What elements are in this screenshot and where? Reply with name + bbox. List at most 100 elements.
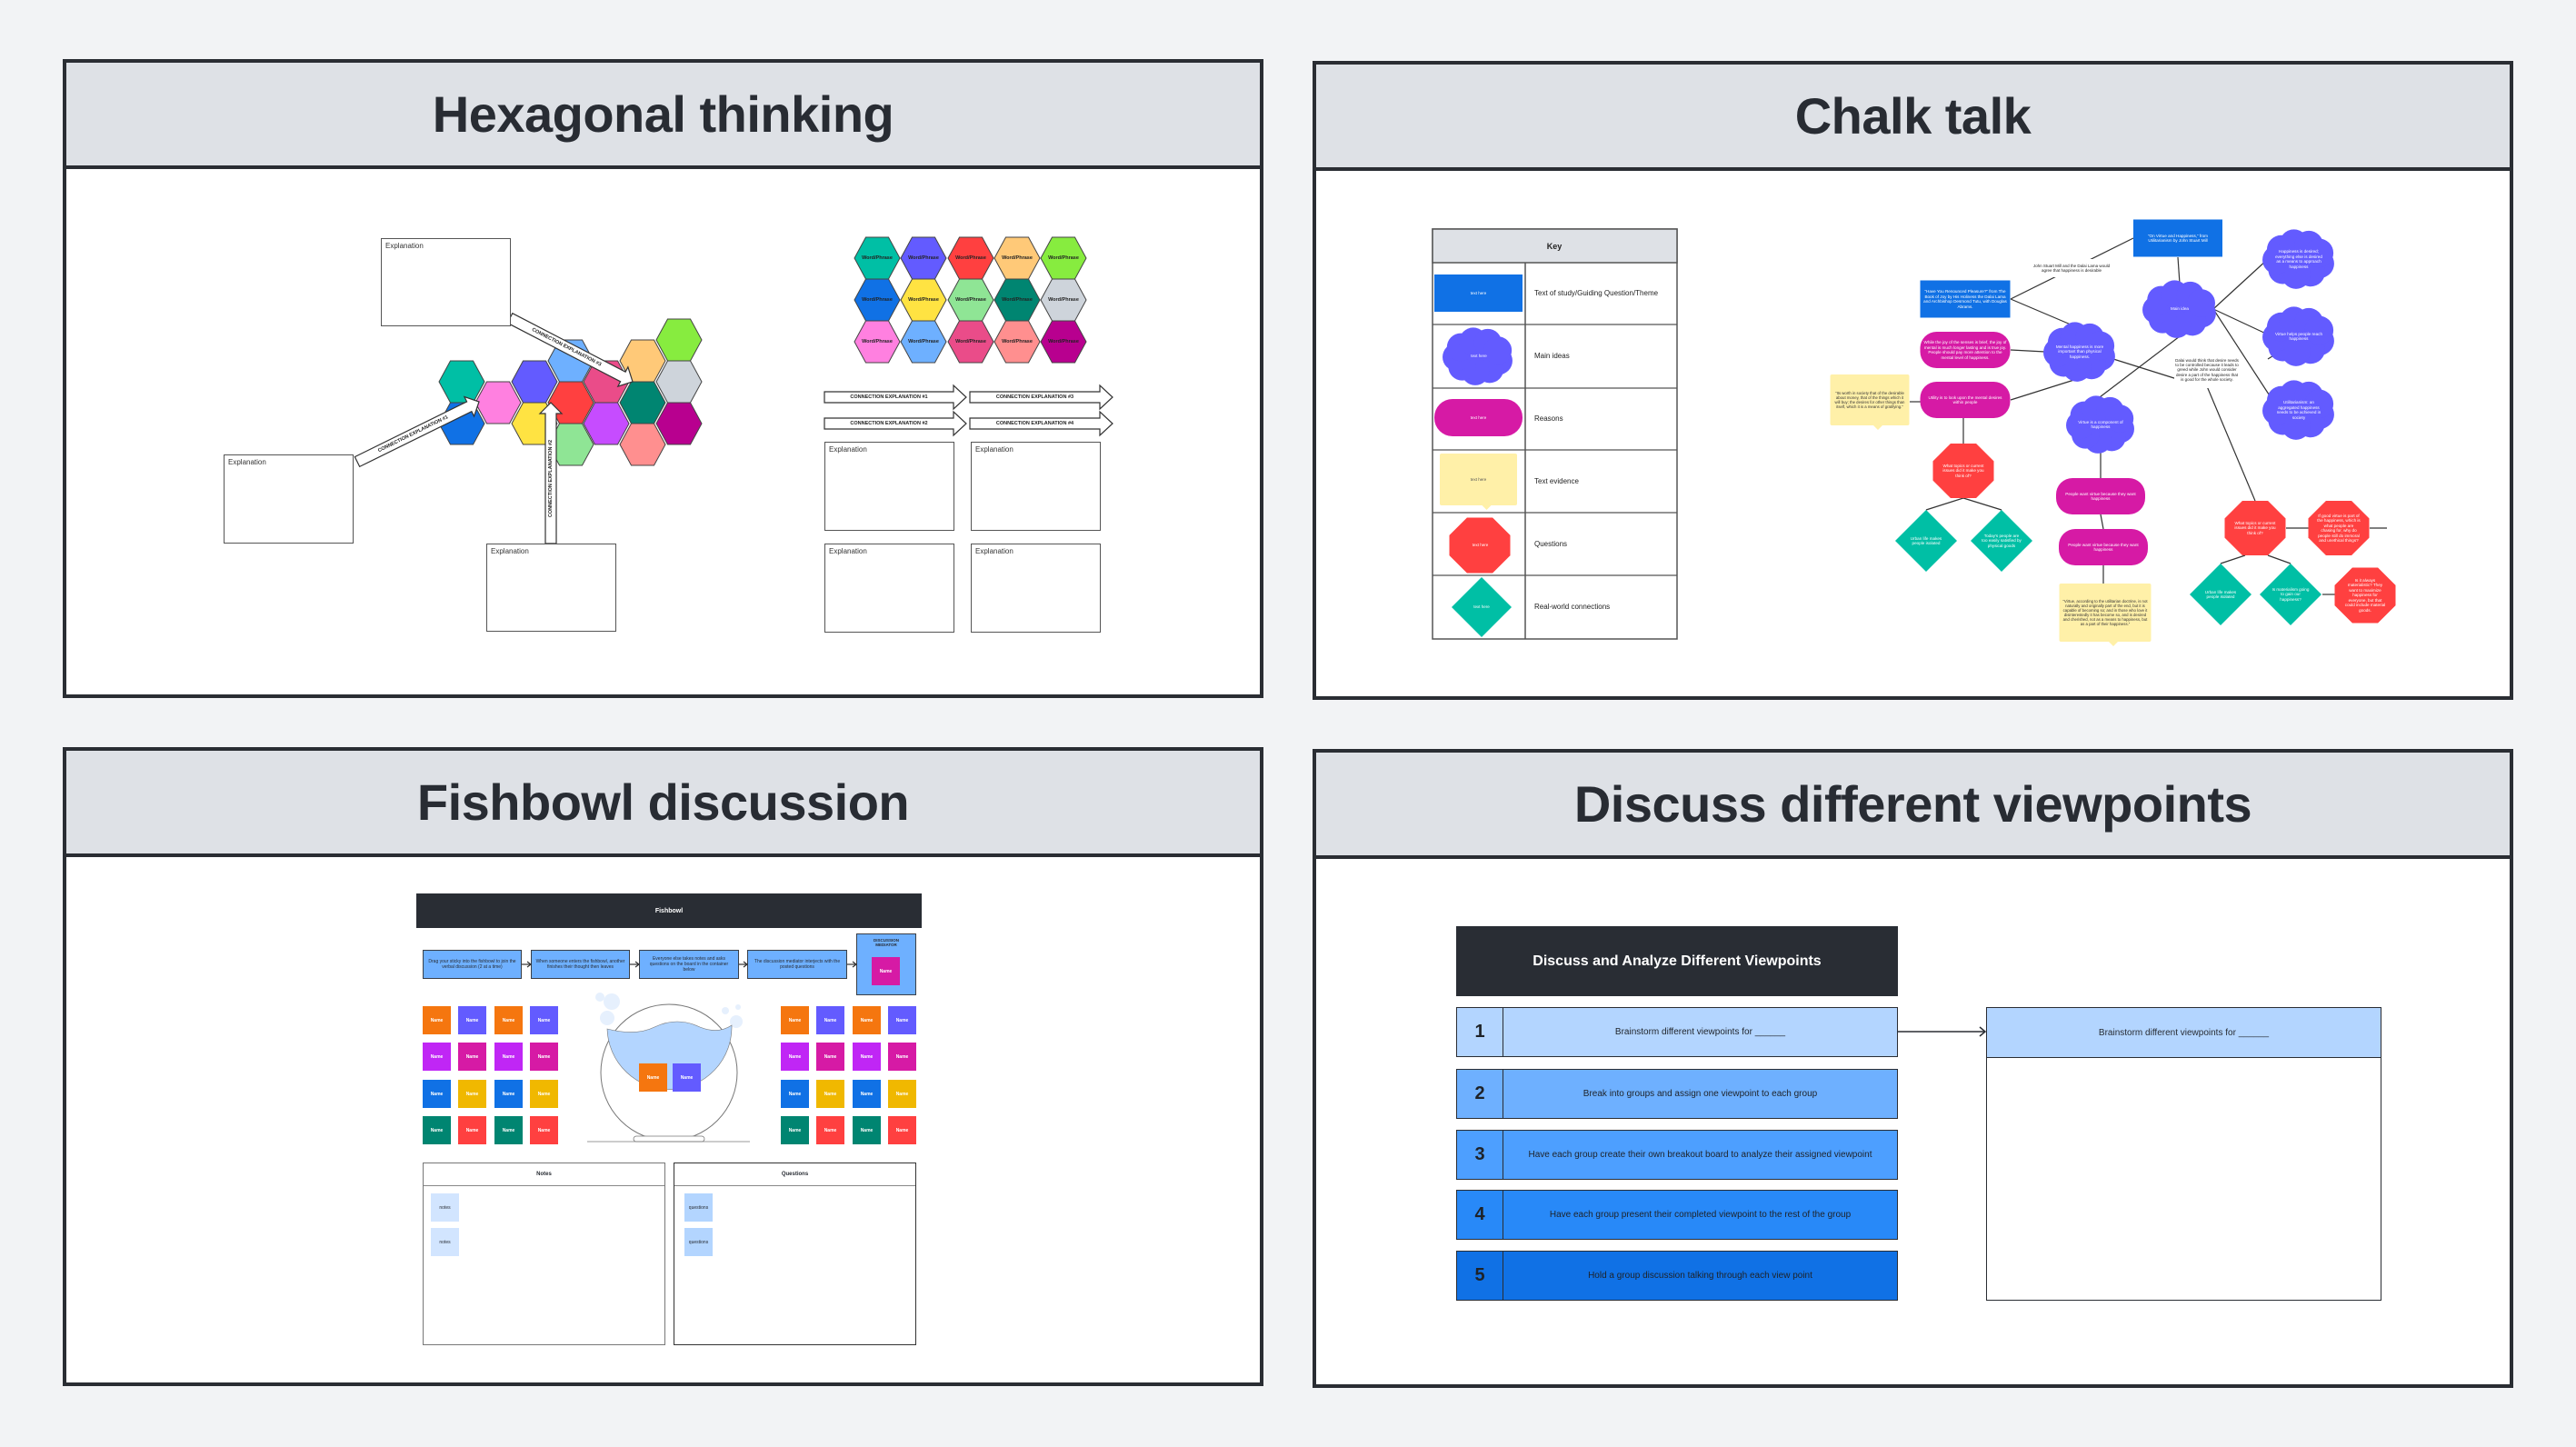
hexagon-tile[interactable] [619, 423, 666, 466]
hexagon-tile[interactable] [474, 381, 522, 424]
participant-name-sticky[interactable]: Name [888, 1116, 916, 1144]
participant-name-sticky[interactable]: Name [458, 1080, 486, 1108]
reason-node[interactable] [1920, 382, 2011, 418]
chalk-node-text: Urban life makes people isolated [1910, 535, 1942, 546]
participant-name-sticky[interactable]: Name [888, 1006, 916, 1034]
key-item-label: Main ideas [1534, 352, 1570, 361]
participant-name-sticky[interactable]: Name [423, 1116, 451, 1144]
participant-name-sticky[interactable]: Name [423, 1080, 451, 1108]
reason-node[interactable] [2059, 529, 2148, 565]
participant-name-sticky[interactable]: Name [781, 1116, 809, 1144]
diamond-shape [1452, 577, 1512, 637]
participant-name-sticky[interactable]: Name [888, 1043, 916, 1071]
speech-bubble-shape [1440, 454, 1517, 510]
word-phrase-hexagon[interactable] [947, 320, 994, 364]
participant-name-sticky[interactable]: Name [781, 1006, 809, 1034]
word-phrase-label: Word/Phrase [862, 255, 893, 261]
chalk-node-text: While the joy of the senses is brief, th… [1923, 340, 2007, 360]
chalk-node-text: “Have You Renounced Pleasure?” from The … [1923, 289, 2007, 309]
question-sticky[interactable]: questions [684, 1193, 713, 1222]
hexagon-tile[interactable] [655, 402, 703, 445]
chalk-node-text: Is it always materialistic? They want to… [2344, 577, 2386, 613]
participant-name-sticky[interactable]: Name [816, 1116, 844, 1144]
word-phrase-hexagon[interactable] [900, 320, 947, 364]
participant-name-sticky[interactable]: Name [423, 1006, 451, 1034]
diamond-shape [2190, 564, 2252, 625]
cloud-shape [2043, 322, 2115, 382]
connection-arrow[interactable]: CONNECTION EXPLANATION #3 [969, 384, 1113, 411]
participant-name-sticky[interactable]: Name [458, 1116, 486, 1144]
participant-name-sticky[interactable]: Name [888, 1080, 916, 1108]
explanation-box[interactable]: Explanation [824, 442, 954, 531]
reason-node[interactable] [2056, 478, 2145, 514]
word-phrase-label: Word/Phrase [1048, 255, 1079, 261]
participant-name-sticky[interactable]: Name [781, 1080, 809, 1108]
chalk-node-text: Utility is to look upon the mental desir… [1928, 394, 2002, 405]
notes-sticky[interactable]: notes [431, 1193, 459, 1222]
theme-node[interactable] [2133, 219, 2222, 257]
participant-name-sticky[interactable]: Name [853, 1043, 881, 1071]
participant-name-sticky[interactable]: Name [816, 1006, 844, 1034]
explanation-box[interactable]: Explanation [224, 454, 354, 544]
connection-label: CONNECTION EXPLANATION #3 [996, 394, 1073, 400]
participant-name-sticky[interactable]: Name [458, 1006, 486, 1034]
word-phrase-hexagon[interactable] [1040, 320, 1087, 364]
template-card-discuss-viewpoints[interactable]: Discuss different viewpoints Discuss and… [1313, 749, 2513, 1388]
word-phrase-hexagon[interactable] [854, 320, 901, 364]
participant-name-sticky[interactable]: Name [853, 1116, 881, 1144]
participant-name-sticky[interactable]: Name [494, 1080, 523, 1108]
hexagon-tile[interactable] [547, 423, 594, 466]
participant-name-sticky[interactable]: Name [530, 1043, 558, 1071]
participant-name-sticky[interactable]: Name [423, 1043, 451, 1071]
chalk-node-text: What topics or current issues did it mak… [2234, 520, 2276, 535]
explanation-box[interactable]: Explanation [971, 544, 1101, 633]
chalk-node-text: “Its worth in society that of the desira… [1834, 390, 1905, 410]
participant-name-sticky[interactable]: Name [494, 1116, 523, 1144]
participant-name-sticky[interactable]: Name [530, 1080, 558, 1108]
explanation-box[interactable]: Explanation [486, 544, 616, 632]
fishbowl-participant-sticky[interactable]: Name [639, 1063, 667, 1092]
fishbowl-step: Drag your sticky into the fishbowl to jo… [423, 950, 522, 979]
participant-name-sticky[interactable]: Name [494, 1043, 523, 1071]
chalk-node-text: What topics or current issues did it mak… [1942, 463, 1984, 478]
participant-name-sticky[interactable]: Name [816, 1080, 844, 1108]
connection-arrow[interactable]: CONNECTION EXPLANATION #4 [969, 410, 1113, 437]
connection-arrow[interactable]: CONNECTION EXPLANATION #2 [538, 402, 564, 544]
participant-name-sticky[interactable]: Name [530, 1006, 558, 1034]
key-placeholder-text: text here [1473, 604, 1490, 610]
card-title: Fishbowl discussion [416, 773, 910, 831]
participant-name-sticky[interactable]: Name [781, 1043, 809, 1071]
participant-name-sticky[interactable]: Name [853, 1080, 881, 1108]
chalk-node-text: John Stuart Mill and the Dalai Lama woul… [2032, 263, 2111, 273]
octagon-shape [1449, 517, 1511, 574]
template-card-fishbowl-discussion[interactable]: Fishbowl discussion Fishbowl Drag your s… [63, 747, 1263, 1386]
participant-name-sticky[interactable]: Name [853, 1006, 881, 1034]
participant-name-sticky[interactable]: Name [494, 1006, 523, 1034]
participant-name-sticky[interactable]: Name [458, 1043, 486, 1071]
fishbowl-participant-sticky[interactable]: Name [673, 1063, 701, 1092]
question-sticky[interactable]: questions [684, 1228, 713, 1256]
reason-node[interactable] [1920, 332, 2011, 368]
word-phrase-hexagon[interactable] [993, 320, 1041, 364]
theme-node[interactable] [1920, 280, 2011, 318]
template-card-hexagonal-thinking[interactable]: Hexagonal thinking CONNECTION EXPLANATIO… [63, 59, 1263, 698]
word-phrase-label: Word/Phrase [1002, 339, 1033, 344]
connection-arrow[interactable]: CONNECTION EXPLANATION #1 [824, 384, 967, 411]
participant-name-sticky[interactable]: Name [816, 1043, 844, 1071]
explanation-box[interactable]: Explanation [824, 544, 954, 633]
explanation-box[interactable]: Explanation [971, 442, 1101, 531]
explanation-box[interactable]: Explanation [381, 238, 511, 326]
hexagon-tile[interactable] [583, 402, 630, 445]
mediator-name-sticky[interactable]: Name [872, 957, 900, 985]
word-phrase-label: Word/Phrase [908, 297, 939, 303]
notes-sticky[interactable]: notes [431, 1228, 459, 1256]
participant-name-sticky[interactable]: Name [530, 1116, 558, 1144]
connection-arrow[interactable]: CONNECTION EXPLANATION #2 [824, 410, 967, 437]
